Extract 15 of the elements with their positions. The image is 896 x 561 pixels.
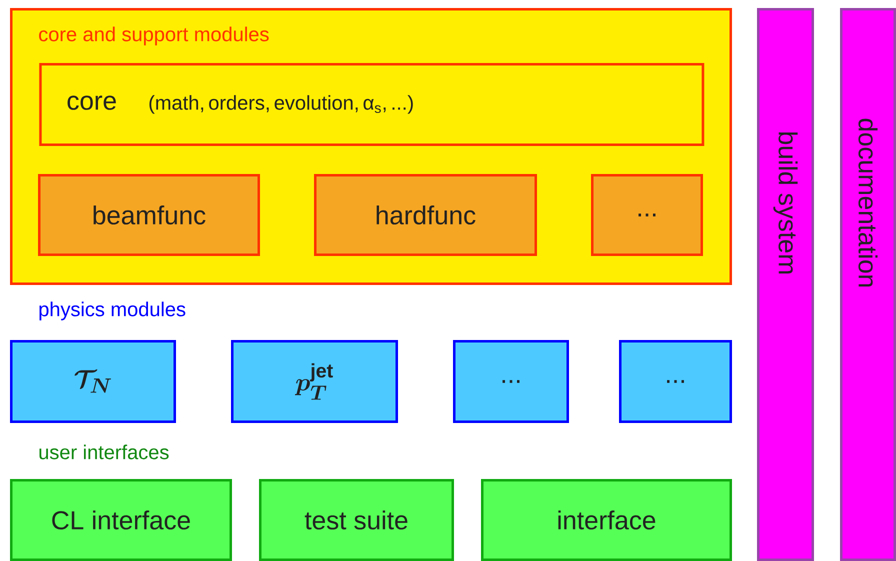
module-box: test suite: [259, 478, 454, 561]
section-heading: user interfaces: [40, 444, 169, 460]
module-box: ...: [591, 174, 703, 256]
module-box: interface: [481, 478, 732, 561]
module-box: ...: [453, 340, 569, 423]
module-box: beamfunc: [38, 174, 260, 256]
module-box: CL interface: [10, 478, 232, 561]
section-heading: physics modules: [40, 302, 186, 320]
module-box: $p_T^{\mathrm{jet}}$: [231, 340, 398, 423]
vertical-bar: build system: [757, 8, 814, 561]
module-box: $\mathcal{T}_N$: [10, 340, 176, 423]
vertical-bar: documentation: [840, 8, 896, 561]
module-box: ...: [619, 340, 732, 423]
module-box: core (math, orders, evolution, α$_{s}$, ...): [39, 62, 704, 146]
module-box: hardfunc: [314, 174, 537, 256]
